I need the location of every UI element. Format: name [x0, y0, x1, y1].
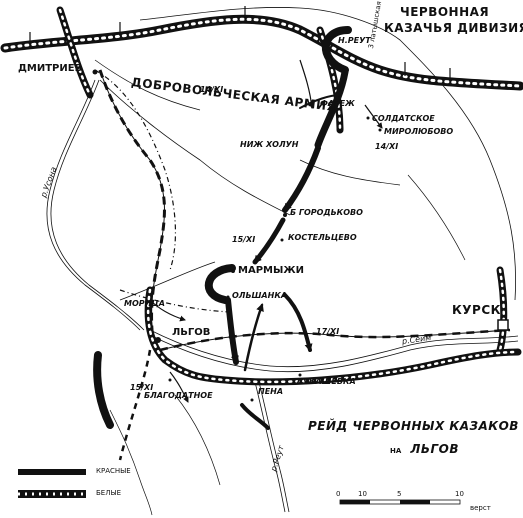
- label-division-1: ЧЕРВОННАЯ: [400, 5, 490, 19]
- town-markers: [92, 69, 382, 402]
- white-front-line: [0, 6, 523, 386]
- white-movements: [149, 59, 383, 403]
- river-usona: [46, 79, 145, 331]
- label-n-reut: Н.РЕУТ: [338, 36, 371, 45]
- label-pena: ПЕНА: [258, 387, 284, 396]
- scale-unit: верст: [470, 504, 491, 512]
- red-raid-route: [93, 26, 352, 430]
- label-blagodatnoe: БЛАГОДАТНОЕ: [144, 391, 213, 400]
- label-lukashevka: ЛУКАШЕВКА: [296, 377, 356, 386]
- label-kursk: КУРСК: [452, 303, 501, 317]
- river-reut: [254, 381, 290, 513]
- scale-tick-2: 5: [397, 490, 402, 498]
- label-kostelcevo: КОСТЕЛЬЦЕВО: [288, 233, 357, 242]
- scale-tick-1: 10: [358, 490, 367, 498]
- roads: [94, 69, 231, 313]
- front-spikes: [29, 6, 451, 82]
- map-title-target: ЛЬГОВ: [410, 442, 459, 456]
- legend-symbols: [18, 469, 86, 498]
- label-lgov: ЛЬГОВ: [172, 327, 211, 338]
- legend-red-label: КРАСНЫЕ: [96, 467, 131, 475]
- label-dmitriev: ДМИТРИЕВ: [18, 63, 83, 74]
- label-date-15-blagodatnoe: 15/XI: [130, 383, 154, 392]
- front-outline: [99, 7, 516, 301]
- label-nizh-holun: НИЖ ХОЛУН: [240, 140, 299, 149]
- scale-tick-0: 0: [336, 490, 341, 498]
- label-miroliubovo: МИРОЛЮБОВО: [384, 127, 454, 136]
- scale-bar: [339, 499, 461, 505]
- label-fatezh: ФАТЕЖ: [320, 99, 355, 108]
- scale-tick-3: 10: [455, 490, 464, 498]
- label-olshanka: ОЛЬШАНКА: [232, 291, 288, 300]
- label-division-2: КАЗАЧЬЯ ДИВИЗИЯ: [384, 21, 523, 35]
- label-b-gorodkovo: Б ГОРОДЬКОВО: [290, 208, 363, 217]
- label-date-14-miroliubovo: 14/XI: [375, 142, 399, 151]
- map-title-line2: НА ЛЬГОВ: [390, 440, 459, 456]
- label-date-14-dmitriev: 14/XI: [200, 85, 224, 94]
- label-marmyzhi: МАРМЫЖИ: [238, 265, 304, 276]
- map-title-line1: РЕЙД ЧЕРВОННЫХ КАЗАКОВ: [308, 419, 519, 433]
- label-date-15-marmyzhi: 15/XI: [232, 235, 256, 244]
- label-moritsa: МОРИЦА: [124, 299, 165, 308]
- river-seym: [149, 329, 519, 373]
- legend-white-label: БЕЛЫЕ: [96, 489, 122, 497]
- label-date-17: 17/XI: [316, 327, 340, 336]
- kursk-marker: [497, 319, 509, 331]
- label-soldatskoe: СОЛДАТСКОЕ: [372, 114, 435, 123]
- river-minor: [94, 59, 466, 516]
- map-title-prefix: НА: [390, 447, 402, 455]
- railways: [98, 69, 511, 461]
